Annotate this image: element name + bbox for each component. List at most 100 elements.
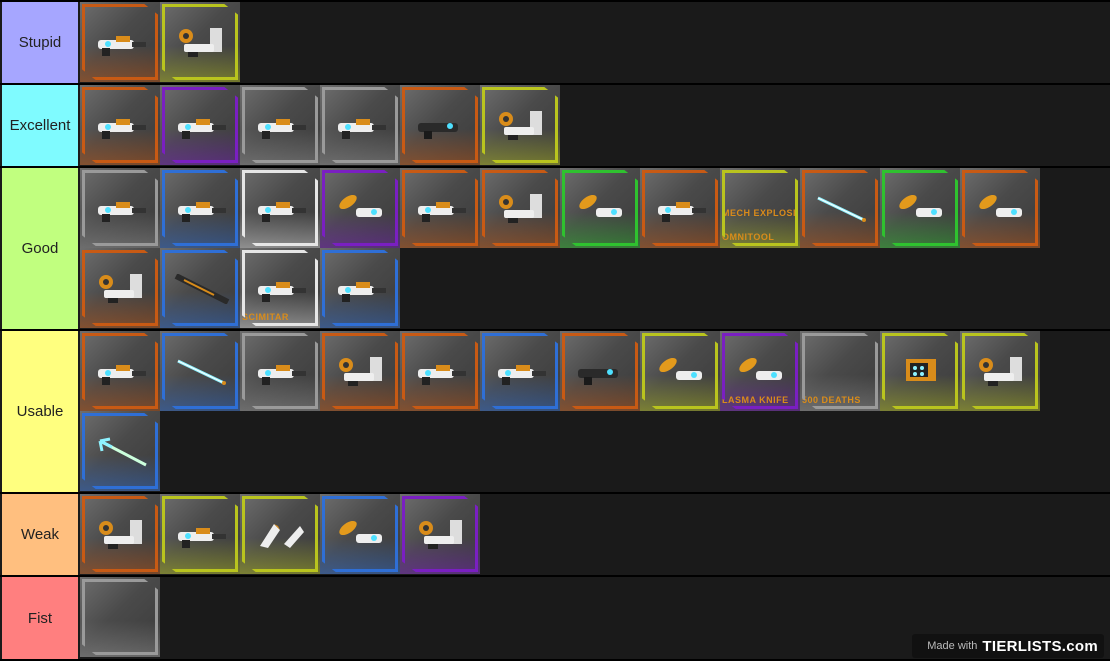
tier-item[interactable] [320,85,400,165]
weapon-icon [334,520,390,550]
tier-item[interactable] [80,331,160,411]
weapon-icon [574,357,630,387]
item-caption: 500 DEATHS [802,395,861,405]
tier-item[interactable] [880,331,960,411]
weapon-icon [254,520,310,550]
tier-items-usable[interactable]: LASMA KNIFE 500 DEATHS [80,331,1110,492]
tier-item[interactable] [160,2,240,82]
weapon-icon [94,111,150,141]
weapon-icon [654,194,710,224]
tier-item[interactable] [480,85,560,165]
weapon-icon [174,111,230,141]
watermark[interactable]: Made with TIERLISTS.com [912,634,1104,658]
tier-item[interactable] [80,168,160,248]
tier-label-fist[interactable]: Fist [2,577,78,659]
tier-item[interactable]: SCIMITAR [240,248,320,328]
weapon-icon [334,274,390,304]
rarity-glow [80,621,160,657]
tier-item[interactable] [160,494,240,574]
tier-item[interactable] [320,248,400,328]
tier-item[interactable] [400,168,480,248]
weapon-icon [814,194,870,224]
watermark-brand: TIERLISTS.com [982,637,1098,655]
weapon-icon [174,520,230,550]
tier-item[interactable] [80,411,160,491]
weapon-icon [94,28,150,58]
tier-item[interactable]: LASMA KNIFE [720,331,800,411]
weapon-icon [94,357,150,387]
weapon-icon [494,111,550,141]
weapon-icon [174,194,230,224]
tier-item[interactable]: 500 DEATHS [800,331,880,411]
tier-label-weak[interactable]: Weak [2,494,78,575]
tier-item[interactable] [320,331,400,411]
tier-item[interactable] [320,168,400,248]
tier-items-stupid[interactable] [80,2,1110,83]
weapon-icon [174,273,230,305]
tier-row-stupid: Stupid [0,2,1110,83]
tier-item[interactable] [400,331,480,411]
tier-item[interactable] [480,331,560,411]
tier-row-weak: Weak [0,494,1110,575]
tier-item[interactable] [560,168,640,248]
weapon-icon [654,357,710,387]
tier-item[interactable] [560,331,640,411]
weapon-icon [94,520,150,550]
tier-item[interactable] [880,168,960,248]
tier-item[interactable] [480,168,560,248]
rarity-glow [800,375,880,411]
weapon-icon [414,520,470,550]
tier-row-usable: Usable LASMA KNIFE 500 DEATHS [0,331,1110,492]
item-caption: MECH EXPLOSIO [722,208,798,218]
tier-item[interactable] [960,331,1040,411]
weapon-icon [894,357,950,387]
weapon-icon [974,194,1030,224]
tier-label-usable[interactable]: Usable [2,331,78,492]
tier-item[interactable] [160,248,240,328]
weapon-icon [494,194,550,224]
weapon-icon [174,28,230,58]
item-caption: SCIMITAR [242,312,289,322]
item-caption: LASMA KNIFE [722,395,789,405]
tier-item[interactable] [320,494,400,574]
tier-item[interactable] [160,85,240,165]
tier-item[interactable] [240,331,320,411]
tier-item[interactable] [800,168,880,248]
tier-label-stupid[interactable]: Stupid [2,2,78,83]
weapon-icon [94,274,150,304]
tier-item[interactable] [640,331,720,411]
watermark-prefix: Made with [927,640,978,652]
tier-label-good[interactable]: Good [2,168,78,329]
tier-row-fist: Fist [0,577,1110,659]
tier-item[interactable] [960,168,1040,248]
tier-item[interactable] [80,494,160,574]
tier-item[interactable] [640,168,720,248]
weapon-icon [414,357,470,387]
weapon-icon [174,357,230,387]
tier-item[interactable] [80,2,160,82]
tier-item[interactable] [80,85,160,165]
weapon-icon [334,111,390,141]
weapon-icon [254,111,310,141]
tier-item[interactable] [400,85,480,165]
weapon-icon [414,194,470,224]
tier-items-excellent[interactable] [80,85,1110,166]
tier-row-excellent: Excellent [0,85,1110,166]
tier-item[interactable] [80,248,160,328]
tier-item[interactable] [240,494,320,574]
tier-label-excellent[interactable]: Excellent [2,85,78,166]
weapon-icon [254,274,310,304]
weapon-icon [254,357,310,387]
tier-item[interactable] [80,577,160,657]
tier-item[interactable] [240,168,320,248]
tier-item[interactable] [240,85,320,165]
tier-item[interactable] [160,168,240,248]
tier-item[interactable] [160,331,240,411]
tier-items-weak[interactable] [80,494,1110,575]
weapon-icon [414,111,470,141]
weapon-icon [974,357,1030,387]
tier-item[interactable] [400,494,480,574]
